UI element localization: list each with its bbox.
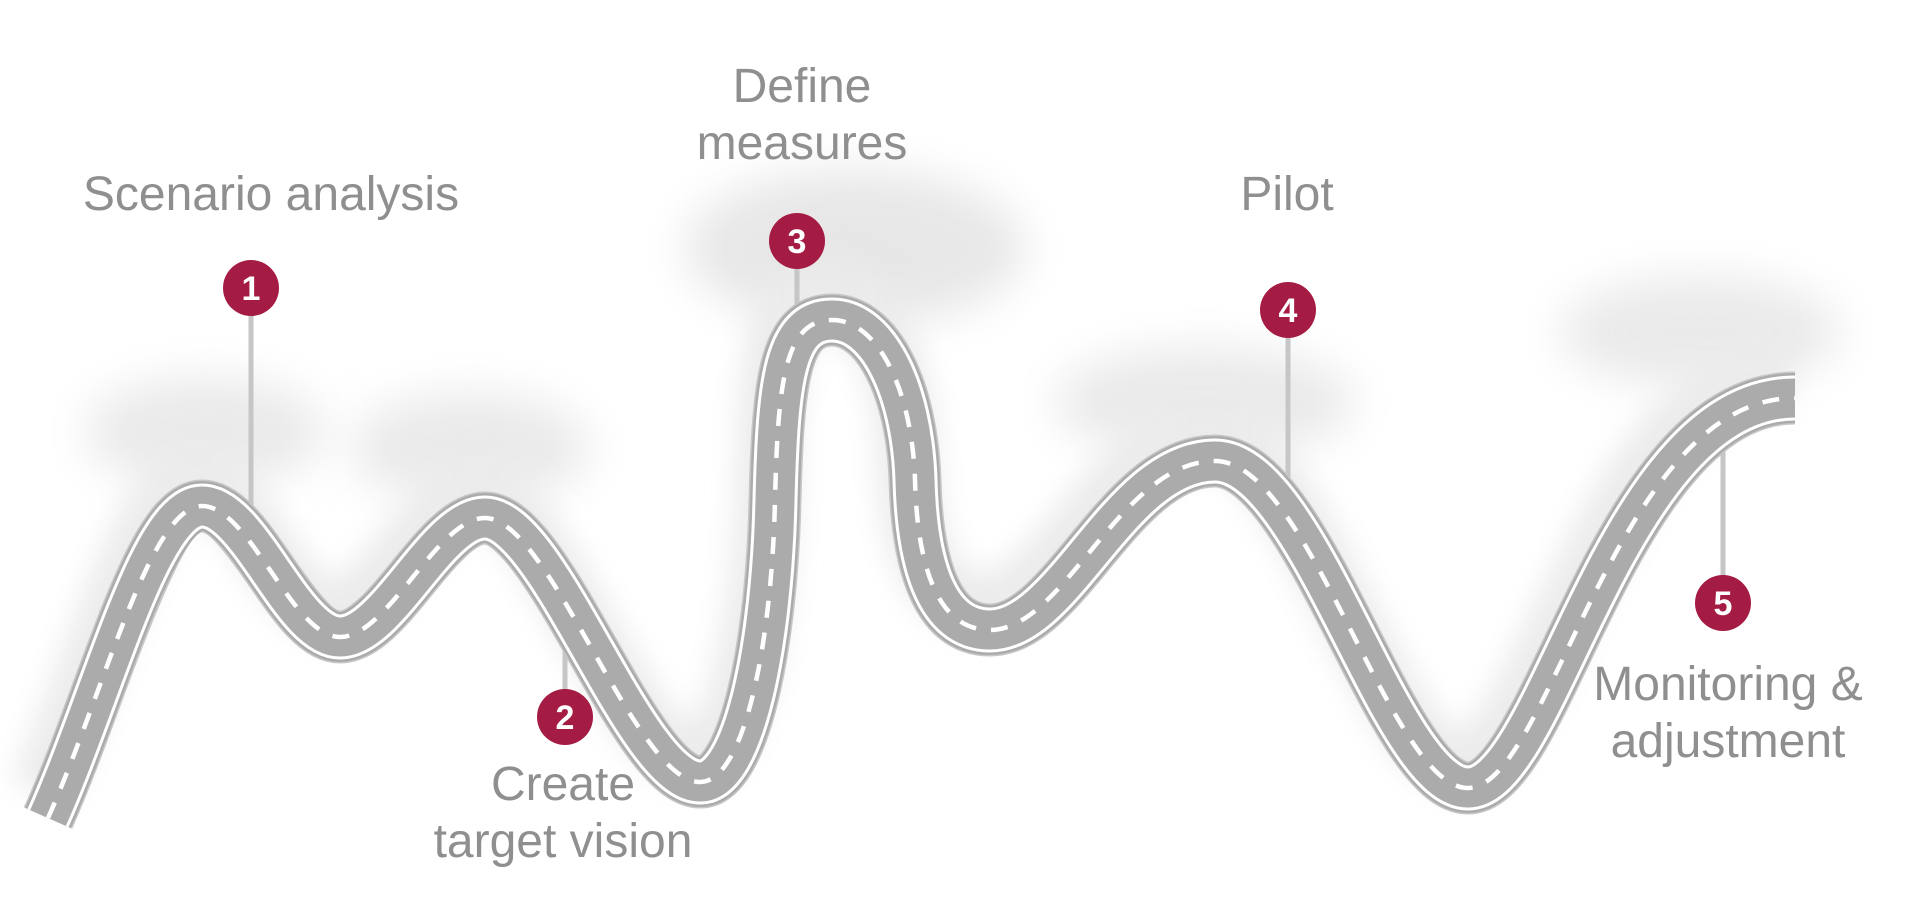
- mist-blob-hill1: [85, 377, 325, 487]
- milestone-labels: Scenario analysis Create target vision D…: [83, 60, 1863, 868]
- milestone-label-4: Pilot: [1240, 168, 1333, 221]
- milestone-badge-4: 4: [1260, 282, 1316, 338]
- milestone-label-5: Monitoring & adjustment: [1593, 658, 1862, 768]
- milestone-badges: 1 2 3 4 5: [223, 213, 1751, 745]
- milestone-label-3-line-1: Define: [733, 60, 872, 113]
- milestone-label-2-line-2: target vision: [434, 815, 693, 868]
- mist-blob-hill4: [1055, 347, 1355, 457]
- milestone-label-1: Scenario analysis: [83, 168, 459, 221]
- badge-number-2: 2: [556, 699, 575, 737]
- milestone-label-3-line-2: measures: [697, 117, 908, 170]
- hill-mist: [40, 170, 1840, 792]
- milestone-label-5-line-2: adjustment: [1611, 715, 1846, 768]
- badge-number-5: 5: [1714, 585, 1733, 623]
- milestone-badge-1: 1: [223, 260, 279, 316]
- milestone-badge-2: 2: [537, 689, 593, 745]
- badge-circle-2: [537, 689, 593, 745]
- badge-number-1: 1: [242, 270, 261, 308]
- badge-circle-5: [1695, 575, 1751, 631]
- mist-blob-hill3: [685, 170, 1025, 326]
- badge-circle-1: [223, 260, 279, 316]
- mist-blob-hill2: [350, 393, 590, 503]
- milestone-label-3: Define measures: [697, 60, 908, 170]
- badge-number-3: 3: [788, 223, 807, 261]
- milestone-badge-5: 5: [1695, 575, 1751, 631]
- milestone-label-5-line-1: Monitoring &: [1593, 658, 1862, 711]
- badge-circle-4: [1260, 282, 1316, 338]
- badge-number-4: 4: [1279, 292, 1298, 330]
- milestone-label-2: Create target vision: [434, 758, 693, 868]
- milestone-badge-3: 3: [769, 213, 825, 269]
- badge-circle-3: [769, 213, 825, 269]
- milestone-label-2-line-1: Create: [491, 758, 635, 811]
